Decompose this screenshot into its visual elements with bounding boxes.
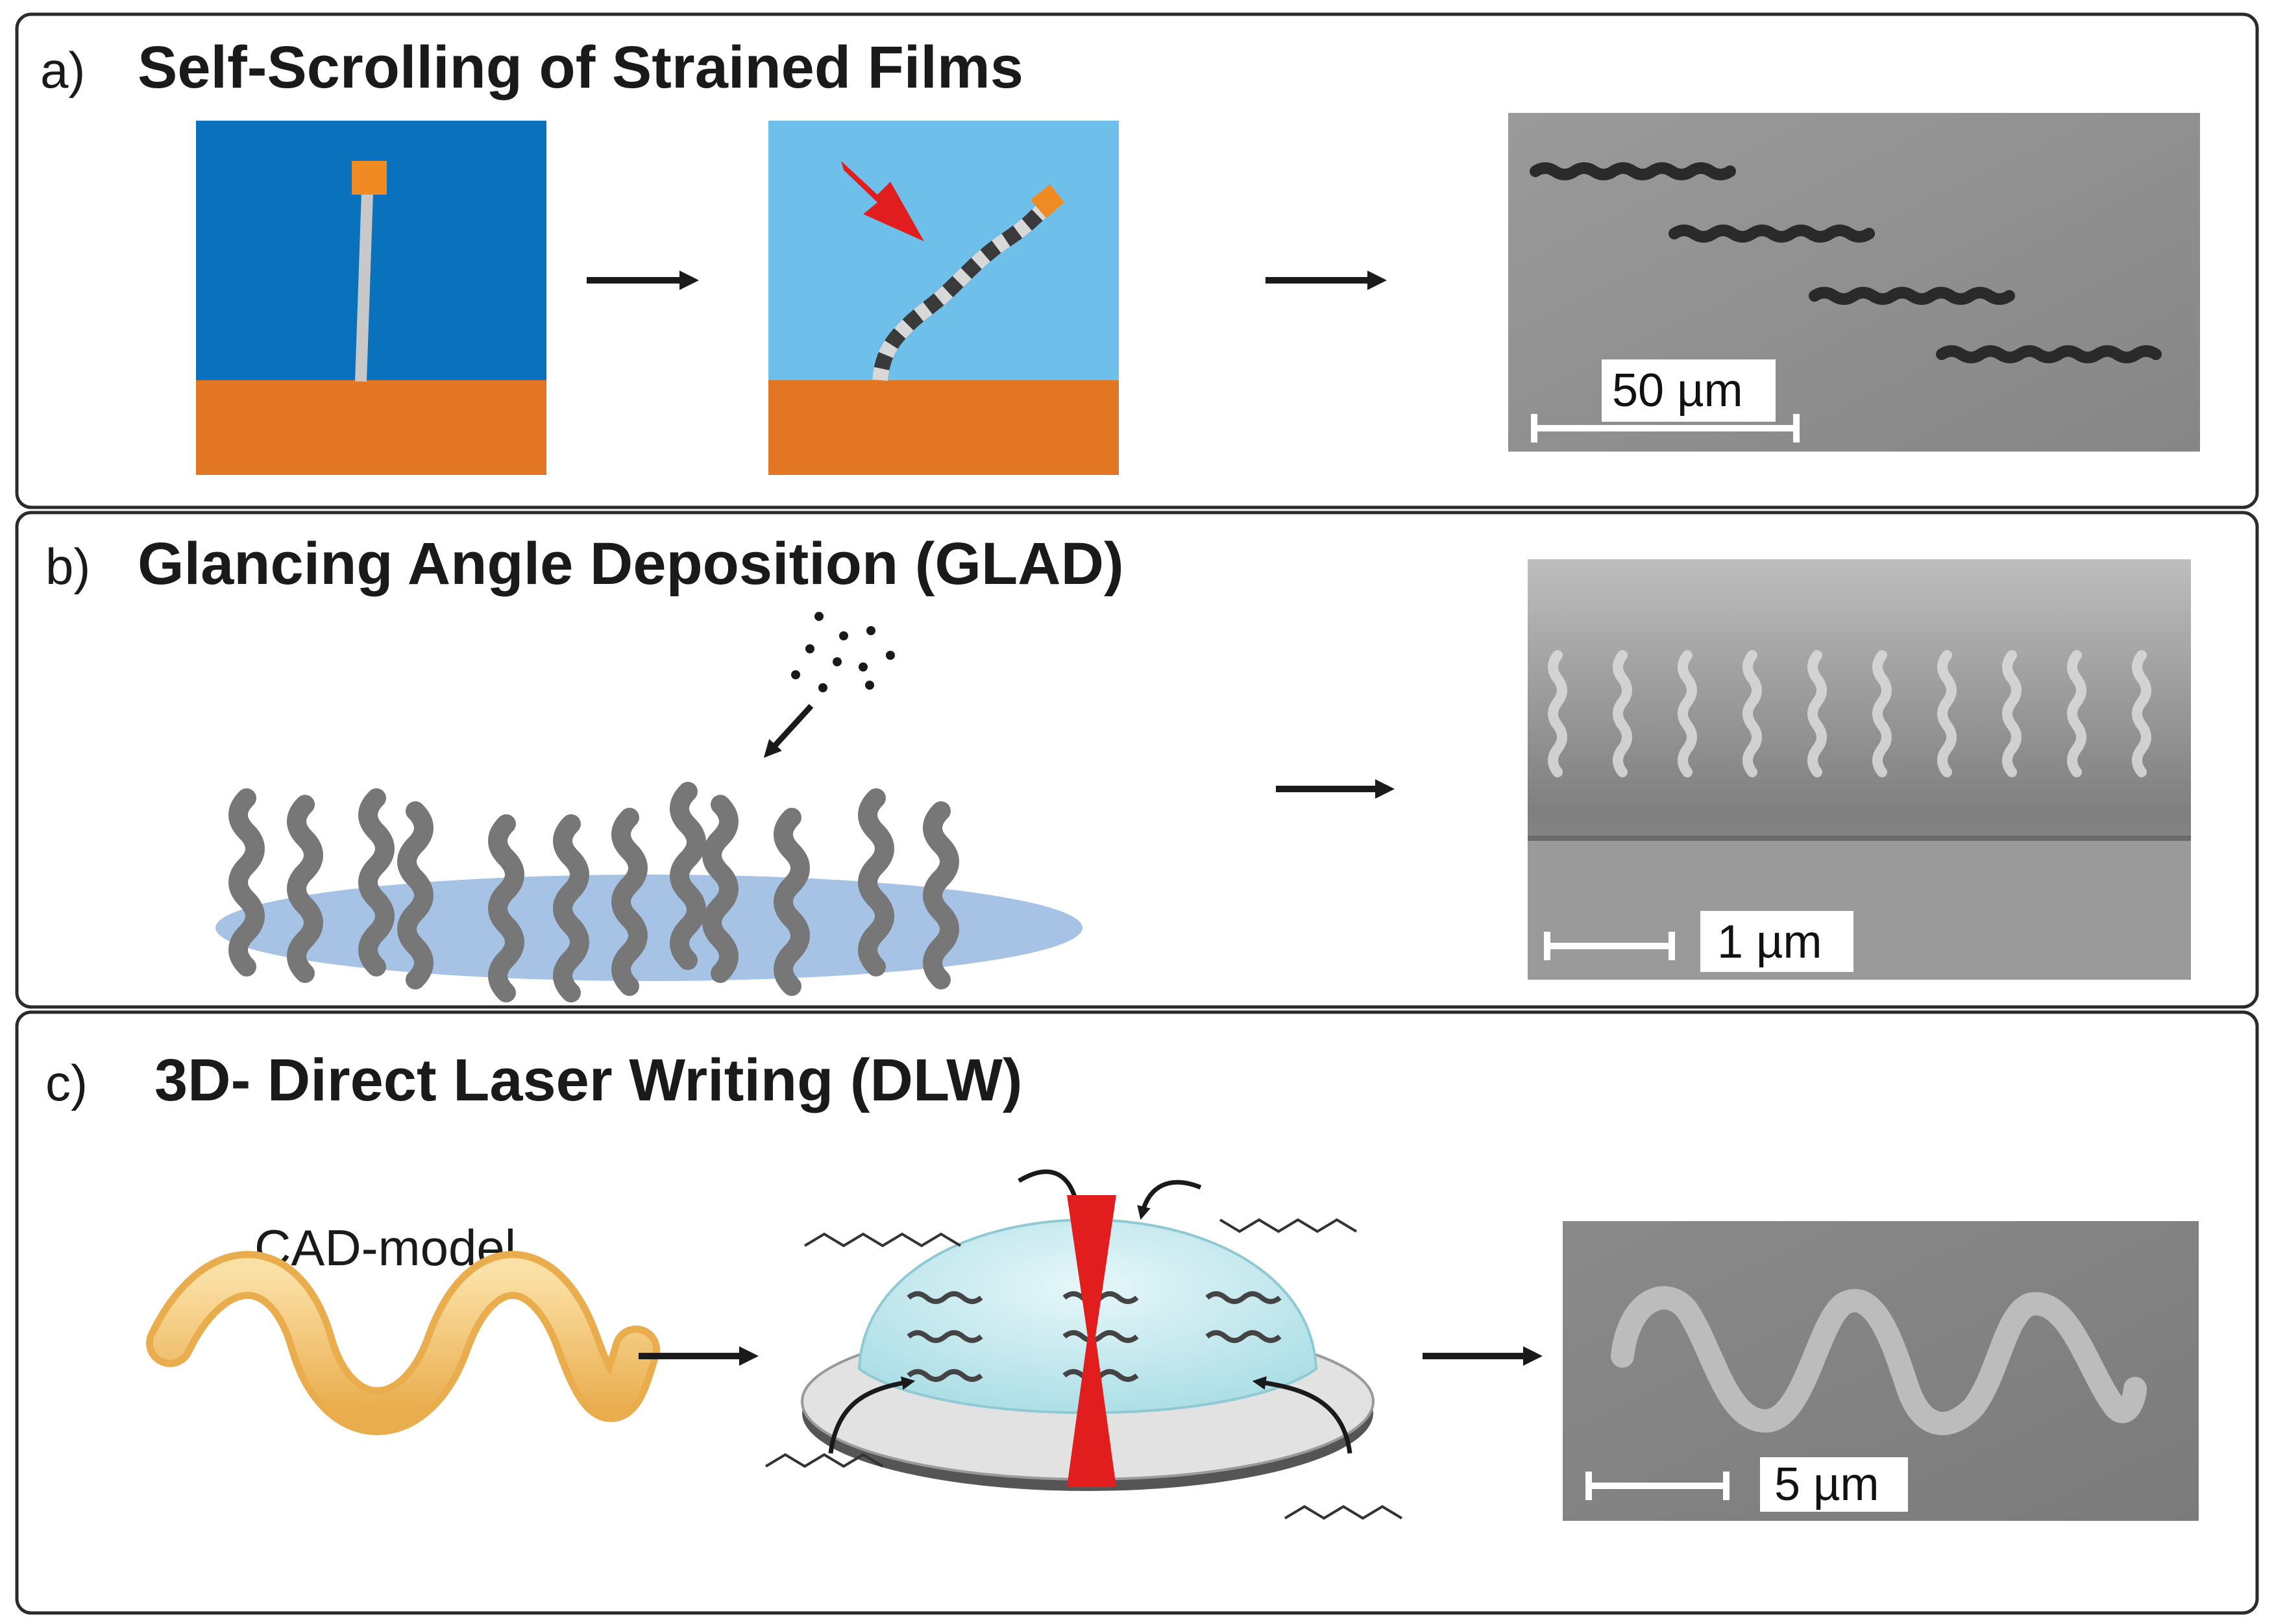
- sem-image-helices: 50 µm: [1508, 113, 2200, 452]
- scale-label-bg-c: [1760, 1457, 1908, 1512]
- scale-label-bg-a: [1602, 359, 1776, 422]
- scale-label-c: 5 µm: [1774, 1459, 1879, 1510]
- panel-a-letter: a): [40, 42, 85, 99]
- monomer-molecule-icons: [764, 1218, 1403, 1520]
- panel-b-frame: [15, 511, 2259, 1009]
- panel-b: b) Glancing Angle Deposition (GLAD): [15, 511, 2259, 1009]
- panel-a: a) Self-Scrolling of Strained Films: [15, 12, 2259, 509]
- laser-focus-icon: [1067, 1195, 1116, 1487]
- vapor-particles-icon: [791, 612, 895, 692]
- scale-bar-c: [1585, 1472, 1730, 1500]
- scale-label-bg-b: [1700, 911, 1853, 972]
- helix-array-icon: [215, 782, 1082, 1002]
- sem-image-dlw: 5 µm: [1563, 1221, 2199, 1521]
- cad-helix-icon: [146, 1251, 660, 1435]
- scale-label-b: 1 µm: [1717, 916, 1822, 968]
- red-arrow-icon: [841, 161, 924, 241]
- deposition-arrow: [763, 703, 814, 758]
- scrolling-helix-icon: [768, 121, 1119, 475]
- panel-c-frame: [15, 1010, 2259, 1615]
- scale-bar-b: [1544, 932, 1675, 960]
- panel-c-title: 3D- Direct Laser Writing (DLW): [154, 1047, 1023, 1113]
- panel-c-letter: c): [45, 1054, 88, 1111]
- sem-image-glad: 1 µm: [1528, 559, 2191, 980]
- scale-label-a: 50 µm: [1612, 365, 1743, 417]
- panel-a-title: Self-Scrolling of Strained Films: [138, 34, 1023, 101]
- panel-a-frame: [15, 12, 2259, 509]
- scale-bar-a: [1531, 414, 1800, 442]
- panel-b-letter: b): [45, 538, 90, 595]
- panel-b-title: Glancing Angle Deposition (GLAD): [138, 531, 1124, 597]
- panel-c: c) 3D- Direct Laser Writing (DLW) CAD-mo…: [15, 1010, 2259, 1615]
- stripe-on-substrate-icon: [196, 121, 546, 475]
